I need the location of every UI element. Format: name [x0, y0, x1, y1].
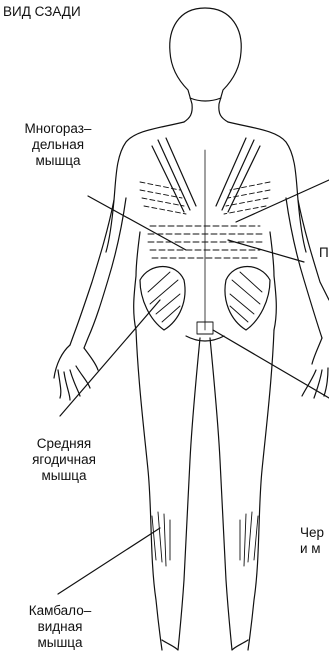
leader-line-gluteus: [60, 300, 160, 416]
leader-line-soleus: [58, 528, 160, 594]
gluteus-right-hatching: [230, 272, 262, 322]
left-leg-inner: [178, 338, 200, 650]
waist-right: [270, 232, 276, 330]
neck-line: [190, 98, 221, 101]
view-title: ВИД СЗАДИ: [3, 4, 81, 20]
gluteus-left-outline: [140, 267, 185, 331]
label-line: Средняя: [10, 436, 118, 452]
waist-left: [134, 232, 140, 330]
soleus-left-hatching: [152, 512, 170, 566]
label-line: ягодичная: [10, 452, 118, 468]
gluteus-right-outline: [225, 267, 270, 331]
label-line: Многораз–: [4, 121, 112, 137]
label-partial-right-2: Чер и м: [300, 525, 324, 557]
right-foot: [232, 640, 248, 650]
label-line: Камбало–: [8, 603, 112, 619]
trapezius-right: [216, 138, 260, 212]
label-line: Чер: [300, 525, 324, 541]
label-multifidus-muscle: Многораз– дельная мышца: [4, 121, 112, 169]
leader-line-right-middle: [228, 240, 304, 262]
right-hand: [302, 338, 328, 398]
left-hand: [54, 345, 98, 400]
label-line: дельная: [4, 137, 112, 153]
right-arm-outline: [286, 198, 329, 338]
label-line: видная: [8, 619, 112, 635]
left-foot: [162, 640, 178, 650]
crotch-line: [186, 336, 224, 341]
label-line: мышца: [4, 153, 112, 169]
head-outline: [170, 8, 241, 122]
label-line: мышца: [10, 468, 118, 484]
gluteus-left-hatching: [148, 272, 180, 322]
label-line: мышца: [8, 635, 112, 651]
left-leg-outer: [136, 330, 162, 650]
label-soleus-muscle: Камбало– видная мышца: [8, 603, 112, 651]
leader-line-multifidus: [88, 196, 186, 250]
label-line: и м: [300, 541, 324, 557]
left-arm-outline: [70, 198, 126, 348]
right-leg-outer: [248, 330, 274, 650]
soleus-right-hatching: [240, 512, 258, 566]
right-leg-inner: [210, 338, 232, 650]
label-gluteus-medius-muscle: Средняя ягодичная мышца: [10, 436, 118, 484]
label-partial-right-1: П: [319, 245, 329, 261]
